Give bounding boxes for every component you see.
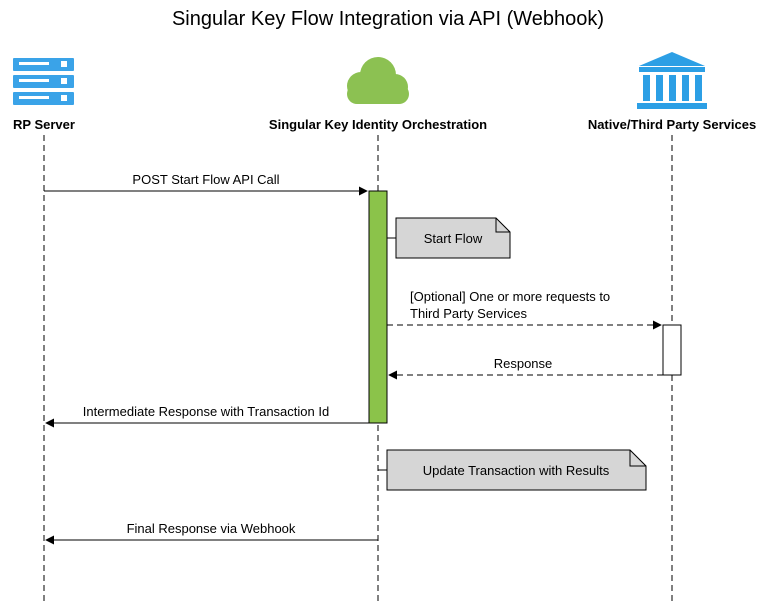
note-label-start-flow: Start Flow xyxy=(424,231,483,246)
note-label-update-transaction: Update Transaction with Results xyxy=(423,463,610,478)
actor-label-third-party-services: Native/Third Party Services xyxy=(588,117,756,132)
activation-bar-third-party xyxy=(662,324,682,376)
note-start-flow xyxy=(395,217,511,259)
message-label-final-response: Final Response via Webhook xyxy=(127,521,296,536)
activation-bar-orchestration xyxy=(368,190,388,424)
server-icon xyxy=(13,58,74,105)
actor-label-identity-orchestration: Singular Key Identity Orchestration xyxy=(269,117,487,132)
message-label-intermediate-response: Intermediate Response with Transaction I… xyxy=(83,404,329,419)
cloud-icon xyxy=(347,57,409,104)
bank-icon xyxy=(637,52,707,109)
actor-label-rp-server: RP Server xyxy=(13,117,75,132)
note-update-transaction xyxy=(386,449,647,491)
note-fold xyxy=(495,218,510,233)
note-fold xyxy=(629,450,646,467)
message-label-start-flow: POST Start Flow API Call xyxy=(132,172,279,187)
diagram-title: Singular Key Flow Integration via API (W… xyxy=(172,8,604,30)
message-label-optional-line1: [Optional] One or more requests to xyxy=(410,289,610,304)
message-label-response: Response xyxy=(494,356,553,371)
message-label-optional-line2: Third Party Services xyxy=(410,306,528,321)
